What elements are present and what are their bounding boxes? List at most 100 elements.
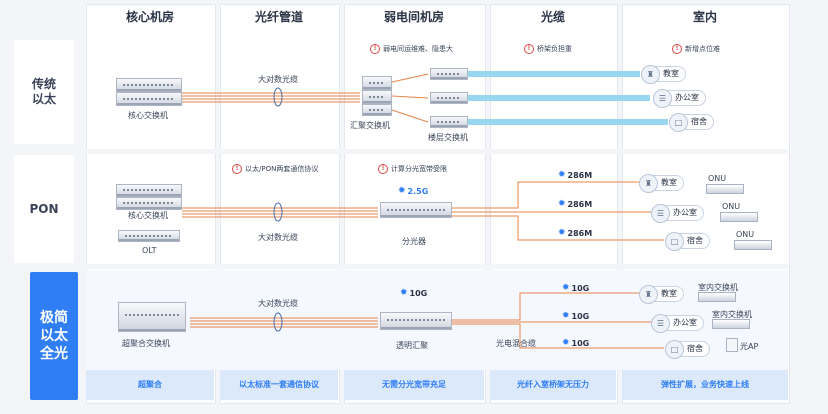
- footer-band: [490, 370, 616, 400]
- room-dorm: □ 宿舍: [665, 232, 710, 251]
- fiber-bundle-traditional: [182, 92, 360, 103]
- onu-device: [706, 184, 744, 194]
- warning-icon: !: [232, 164, 242, 174]
- room-office: ☰ 办公室: [653, 89, 706, 108]
- dorm-icon: □: [669, 113, 688, 132]
- footer-band: [344, 370, 484, 400]
- dorm-icon: □: [665, 340, 684, 359]
- room-label: 办公室: [675, 93, 699, 102]
- core-switch-device: [116, 184, 182, 197]
- footer-band: [622, 370, 788, 400]
- warning-text: 新增点位难: [685, 45, 720, 53]
- warning-icon: !: [370, 44, 380, 54]
- super-switch-label: 超聚合交换机: [122, 339, 170, 348]
- speed-value: 286M: [567, 199, 593, 209]
- onu-label: ONU: [722, 202, 741, 211]
- bulb-icon: ✹: [558, 228, 566, 238]
- speed-value: 10G: [571, 283, 590, 293]
- fiber-label: 大对数光缆: [258, 299, 298, 308]
- agg-switch-device: [362, 104, 392, 116]
- hub-label: 透明汇聚: [396, 341, 428, 350]
- warning-icon: !: [672, 44, 682, 54]
- dorm-icon: □: [665, 232, 684, 251]
- bulb-icon: ✹: [562, 311, 570, 321]
- onu-label: ONU: [736, 230, 755, 239]
- bulb-icon: ✹: [562, 283, 570, 293]
- room-classroom: ♜ 教室: [641, 65, 686, 84]
- speed-badge: ✹ 286M: [558, 228, 592, 238]
- office-icon: ☰: [653, 89, 672, 108]
- speed-value: 286M: [567, 170, 593, 180]
- speed-badge: ✹ 10G: [562, 311, 589, 321]
- fiber-bundle-pon: [182, 207, 378, 218]
- room-office: ☰ 办公室: [651, 204, 704, 223]
- footer-benefit: 超聚合: [138, 380, 162, 389]
- fiber-ring: [273, 87, 283, 107]
- room-label: 教室: [661, 178, 677, 187]
- room-classroom: ♜ 教室: [639, 174, 684, 193]
- row-label-text: 极简以太全光: [40, 310, 68, 362]
- onu-label: ONU: [708, 174, 727, 183]
- core-switch-device: [116, 78, 182, 92]
- room-classroom: ♜ 教室: [639, 285, 684, 304]
- bulb-icon: ✹: [400, 288, 408, 298]
- splitter-label: 分光器: [402, 237, 426, 246]
- floor-switch-label: 楼层交换机: [428, 133, 468, 142]
- core-switch-device: [116, 197, 182, 210]
- header-core-room: 核心机房: [125, 10, 174, 24]
- splitter-fanout: [452, 181, 664, 241]
- olt-label: OLT: [142, 246, 157, 255]
- core-switch-label: 核心交换机: [128, 211, 168, 220]
- speed-value: 10G: [571, 311, 590, 321]
- footer-benefit: 光纤入室桥架无压力: [517, 380, 589, 389]
- hub-speed: ✹ 10G: [400, 288, 427, 298]
- warning-text: 桥架负担重: [537, 45, 572, 53]
- speed-value: 2.5G: [407, 186, 429, 196]
- warning-protocol: ! 以太/PON两套通信协议: [232, 164, 318, 174]
- room-dorm: □ 宿舍: [665, 340, 710, 359]
- classroom-icon: ♜: [639, 285, 658, 304]
- warning-icon: !: [378, 164, 388, 174]
- splitter-speed: ✹ 2.5G: [398, 186, 428, 196]
- room-dorm: □ 宿舍: [669, 113, 714, 132]
- bulb-icon: ✹: [562, 338, 570, 348]
- footer-band: [86, 370, 214, 400]
- warning-bandwidth: ! 计算分光宽带受限: [378, 164, 447, 174]
- row-separator: [86, 149, 788, 154]
- indoor-switch-label: 室内交换机: [712, 310, 752, 319]
- agg-switch-device: [362, 90, 392, 104]
- indoor-switch-label: 室内交换机: [698, 283, 738, 292]
- floor-switch-device: [430, 92, 468, 104]
- splitter-device: [380, 202, 452, 218]
- warning-text: 计算分光宽带受限: [391, 165, 447, 173]
- floor-switch-device: [430, 68, 468, 80]
- room-office: ☰ 办公室: [651, 314, 704, 333]
- room-label: 办公室: [673, 318, 697, 327]
- optical-ap-label: 光AP: [740, 342, 759, 351]
- warning-text: 以太/PON两套通信协议: [245, 165, 319, 173]
- header-cable: 光缆: [540, 10, 565, 24]
- hybrid-cable-label: 光电混合缆: [496, 339, 536, 348]
- super-switch-device: [118, 302, 186, 332]
- speed-badge: ✹ 10G: [562, 338, 589, 348]
- office-icon: ☰: [651, 204, 670, 223]
- core-switch-label: 核心交换机: [128, 111, 168, 120]
- warning-bridge: ! 桥架负担重: [524, 44, 572, 54]
- warning-weak-room: ! 弱电间运维难、隐患大: [370, 44, 453, 54]
- room-label: 教室: [661, 289, 677, 298]
- transparent-hub-device: [380, 312, 452, 330]
- room-label: 宿舍: [687, 236, 703, 245]
- bulb-icon: ✹: [558, 170, 566, 180]
- indoor-switch-device: [698, 292, 736, 302]
- onu-device: [734, 240, 772, 250]
- core-switch-device: [116, 92, 182, 106]
- footer-benefit: 无需分光宽带充足: [382, 380, 446, 389]
- agg-uplinks: [391, 73, 429, 123]
- room-label: 宿舍: [691, 117, 707, 126]
- warning-points: ! 新增点位难: [672, 44, 720, 54]
- header-fiber-duct: 光纤管道: [254, 10, 303, 24]
- olt-device: [118, 230, 180, 242]
- bulb-icon: ✹: [558, 199, 566, 209]
- optical-ap-device: [726, 338, 738, 352]
